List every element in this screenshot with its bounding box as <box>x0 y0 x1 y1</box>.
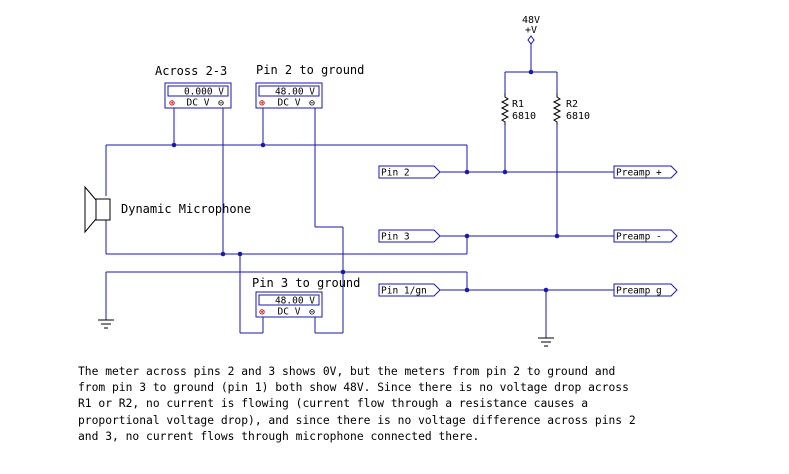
connector-preamp-plus: Preamp + <box>613 165 678 179</box>
meter-across-2-3: Across 2-3 0.000 V ⊕ DC V ⊖ <box>155 64 232 109</box>
supply-terminal-icon <box>527 35 535 45</box>
minus-terminal-icon: ⊖ <box>309 307 315 318</box>
plus-terminal-icon: ⊕ <box>259 98 265 109</box>
resistor-r1-value: 6810 <box>512 111 536 122</box>
connector-pin3: Pin 3 <box>378 229 441 243</box>
explanation-caption: The meter across pins 2 and 3 shows 0V, … <box>78 365 636 443</box>
meter-pin2-ground-mode: DC V <box>278 98 301 109</box>
meter-pin3-ground-reading: 48.00 V <box>275 296 315 307</box>
meter-pin2-ground-reading: 48.00 V <box>275 87 315 98</box>
connector-pin2: Pin 2 <box>378 165 441 179</box>
meter-pin3-ground-display <box>258 294 320 306</box>
resistor-r2-value: 6810 <box>566 111 590 122</box>
meter-pin2-ground: Pin 2 to ground 48.00 V ⊕ DC V ⊖ <box>255 63 364 109</box>
connector-preamp-minus: Preamp - <box>613 229 678 243</box>
resistor-r2-id: R2 <box>566 99 578 110</box>
speaker-icon <box>84 185 97 234</box>
supply-rail-label: +V <box>525 25 537 36</box>
connector-preamp-gnd-label: Preamp g <box>616 286 662 297</box>
microphone-label: Dynamic Microphone <box>121 202 251 216</box>
meter-across-2-3-mode: DC V <box>187 98 210 109</box>
resistor-r1-id: R1 <box>512 99 524 110</box>
connector-pin3-label: Pin 3 <box>381 232 410 243</box>
resistor-r1: R1 6810 <box>500 93 536 125</box>
resistor-r1-zigzag-icon <box>500 93 510 125</box>
resistor-r2: R2 6810 <box>552 93 590 125</box>
minus-terminal-icon: ⊖ <box>309 98 315 109</box>
meter-across-2-3-reading: 0.000 V <box>184 87 224 98</box>
plus-terminal-icon: ⊕ <box>259 307 265 318</box>
ground-symbol-right-icon <box>538 337 554 347</box>
connector-pin1-label: Pin 1/gn <box>381 286 427 297</box>
meter-pin3-ground: Pin 3 to ground 48.00 V ⊕ DC V ⊖ <box>252 276 360 318</box>
circuit-wires <box>105 40 614 338</box>
power-supply-48v: 48V +V <box>522 15 540 45</box>
dynamic-microphone: Dynamic Microphone <box>84 185 251 234</box>
connector-pin2-label: Pin 2 <box>381 168 410 179</box>
connector-preamp-plus-label: Preamp + <box>616 168 662 179</box>
meter-pin2-ground-display <box>258 85 320 97</box>
connector-preamp-minus-label: Preamp - <box>616 232 662 243</box>
meter-pin2-ground-title: Pin 2 to ground <box>256 63 364 77</box>
meter-pin3-ground-mode: DC V <box>278 307 301 318</box>
junction-dots <box>171 69 560 293</box>
meter-pin3-ground-title: Pin 3 to ground <box>252 276 360 290</box>
connector-pin1: Pin 1/gn <box>378 283 441 297</box>
meter-across-2-3-display <box>167 85 229 97</box>
resistor-r2-zigzag-icon <box>552 93 562 125</box>
minus-terminal-icon: ⊖ <box>218 98 224 109</box>
ground-symbol-left-icon <box>98 319 114 329</box>
plus-terminal-icon: ⊕ <box>169 98 175 109</box>
supply-voltage-label: 48V <box>522 15 540 26</box>
meter-across-2-3-title: Across 2-3 <box>155 64 227 78</box>
connector-preamp-gnd: Preamp g <box>613 283 678 297</box>
